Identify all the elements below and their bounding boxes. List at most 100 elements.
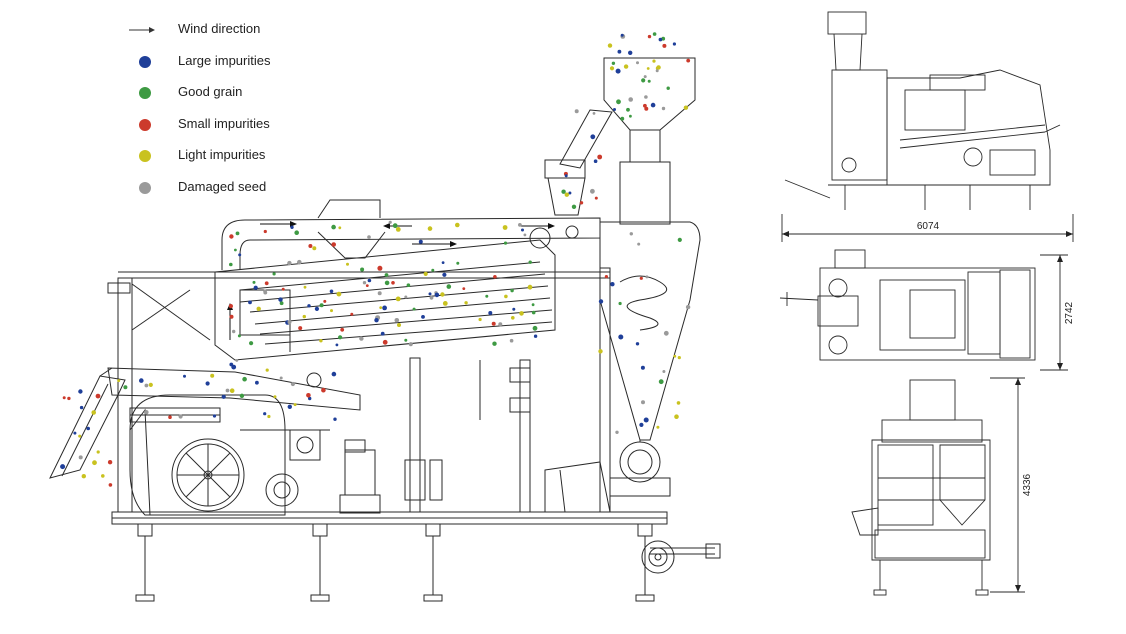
particle-dot bbox=[502, 225, 508, 230]
particle-dot bbox=[346, 262, 349, 266]
particle-dot bbox=[658, 379, 664, 385]
side-elevation-view bbox=[781, 11, 1074, 242]
particle-dot bbox=[265, 368, 269, 372]
particle-dot bbox=[637, 242, 641, 246]
particle-dot bbox=[478, 317, 482, 322]
particle-dot bbox=[504, 294, 508, 299]
particle-dot bbox=[663, 330, 669, 336]
particle-dot bbox=[205, 381, 210, 386]
particle-dot bbox=[677, 237, 682, 242]
particle-dot bbox=[225, 388, 230, 393]
legend-item-good-grain: Good grain bbox=[128, 79, 388, 111]
particle-dot bbox=[683, 105, 689, 110]
particle-dot bbox=[380, 331, 385, 336]
blue-dot-icon bbox=[139, 55, 151, 68]
particle-dot bbox=[123, 385, 128, 390]
particle-dot bbox=[442, 272, 447, 277]
particle-dot bbox=[598, 349, 603, 354]
particle-dot bbox=[388, 220, 392, 224]
air-duct bbox=[221, 159, 601, 270]
particle-dot bbox=[78, 434, 82, 438]
particle-dot bbox=[232, 329, 236, 334]
particle-dot bbox=[212, 414, 217, 418]
screen-box bbox=[214, 239, 556, 361]
red-dot-icon bbox=[139, 118, 151, 131]
particle-dot bbox=[95, 393, 101, 399]
legend-item-large-impurities: Large impurities bbox=[128, 48, 388, 80]
particle-dot bbox=[462, 287, 466, 290]
particle-dot bbox=[616, 99, 621, 105]
particle-dot bbox=[281, 287, 285, 291]
particle-dot bbox=[531, 303, 535, 307]
fan-housing bbox=[129, 394, 286, 516]
wind-arrow-icon bbox=[129, 27, 155, 33]
particle-dot bbox=[248, 300, 252, 305]
particle-dot bbox=[491, 321, 496, 326]
particle-dot bbox=[297, 259, 302, 265]
particle-dot bbox=[229, 314, 234, 319]
particle-dot bbox=[228, 304, 233, 309]
particle-dot bbox=[273, 395, 277, 399]
particle-dot bbox=[644, 106, 649, 111]
legend-label: Small impurities bbox=[178, 115, 270, 131]
particle-dot bbox=[442, 301, 448, 306]
particle-dot bbox=[329, 289, 334, 294]
particle-dot bbox=[412, 307, 416, 311]
particle-dot bbox=[579, 201, 584, 205]
particle-dot bbox=[643, 417, 649, 423]
particle-dot bbox=[650, 102, 656, 108]
particle-dot bbox=[239, 393, 245, 398]
particle-dot bbox=[641, 400, 645, 405]
particle-dot bbox=[590, 188, 595, 194]
particle-dot bbox=[308, 244, 313, 248]
legend-item-damaged-seed: Damaged seed bbox=[128, 174, 388, 206]
particle-dot bbox=[404, 295, 408, 299]
particle-dot bbox=[168, 415, 172, 420]
particle-dot bbox=[418, 239, 423, 244]
legend-label: Wind direction bbox=[178, 21, 261, 36]
particle-dot bbox=[428, 292, 432, 296]
particle-dot bbox=[404, 338, 408, 342]
particle-dot bbox=[144, 383, 149, 388]
particle-dot bbox=[427, 226, 433, 231]
particle-dot bbox=[382, 305, 387, 311]
particle-dot bbox=[362, 281, 367, 285]
particle-dot bbox=[676, 401, 681, 405]
particle-dot bbox=[434, 292, 440, 298]
legend-item-light-impurities: Light impurities bbox=[128, 142, 388, 174]
particle-dot bbox=[91, 410, 96, 415]
particle-dot bbox=[635, 342, 640, 346]
particle-dot bbox=[590, 134, 596, 140]
particle-dot bbox=[618, 334, 624, 340]
particle-dot bbox=[377, 291, 382, 296]
particle-dot bbox=[79, 405, 84, 410]
particle-dot bbox=[685, 304, 691, 310]
left-chute bbox=[49, 367, 126, 479]
particle-dot bbox=[673, 354, 677, 358]
particle-dot bbox=[609, 66, 615, 71]
particle-dot bbox=[330, 309, 333, 313]
particle-dot bbox=[392, 223, 398, 229]
particle-dot bbox=[287, 404, 292, 409]
particle-dot bbox=[253, 285, 258, 290]
particle-dot bbox=[367, 278, 372, 283]
particle-dot bbox=[319, 339, 323, 343]
particle-dot bbox=[645, 275, 649, 279]
particle-dot bbox=[338, 226, 342, 230]
particle-dot bbox=[628, 50, 633, 55]
particle-dot bbox=[644, 95, 648, 99]
particle-dot bbox=[647, 79, 651, 83]
particle-dot bbox=[338, 335, 343, 340]
particle-dot bbox=[397, 323, 401, 327]
particle-dot bbox=[367, 235, 371, 239]
particle-dot bbox=[272, 272, 276, 276]
particle-dot bbox=[441, 261, 445, 264]
particle-dot bbox=[331, 371, 337, 377]
particle-dot bbox=[81, 474, 87, 479]
feed-hopper bbox=[559, 57, 696, 169]
particle-dot bbox=[571, 204, 577, 209]
particle-dot bbox=[617, 49, 622, 54]
particle-dot bbox=[252, 280, 256, 284]
particle-dot bbox=[604, 275, 609, 279]
length-dimension: 6074 bbox=[917, 221, 940, 232]
